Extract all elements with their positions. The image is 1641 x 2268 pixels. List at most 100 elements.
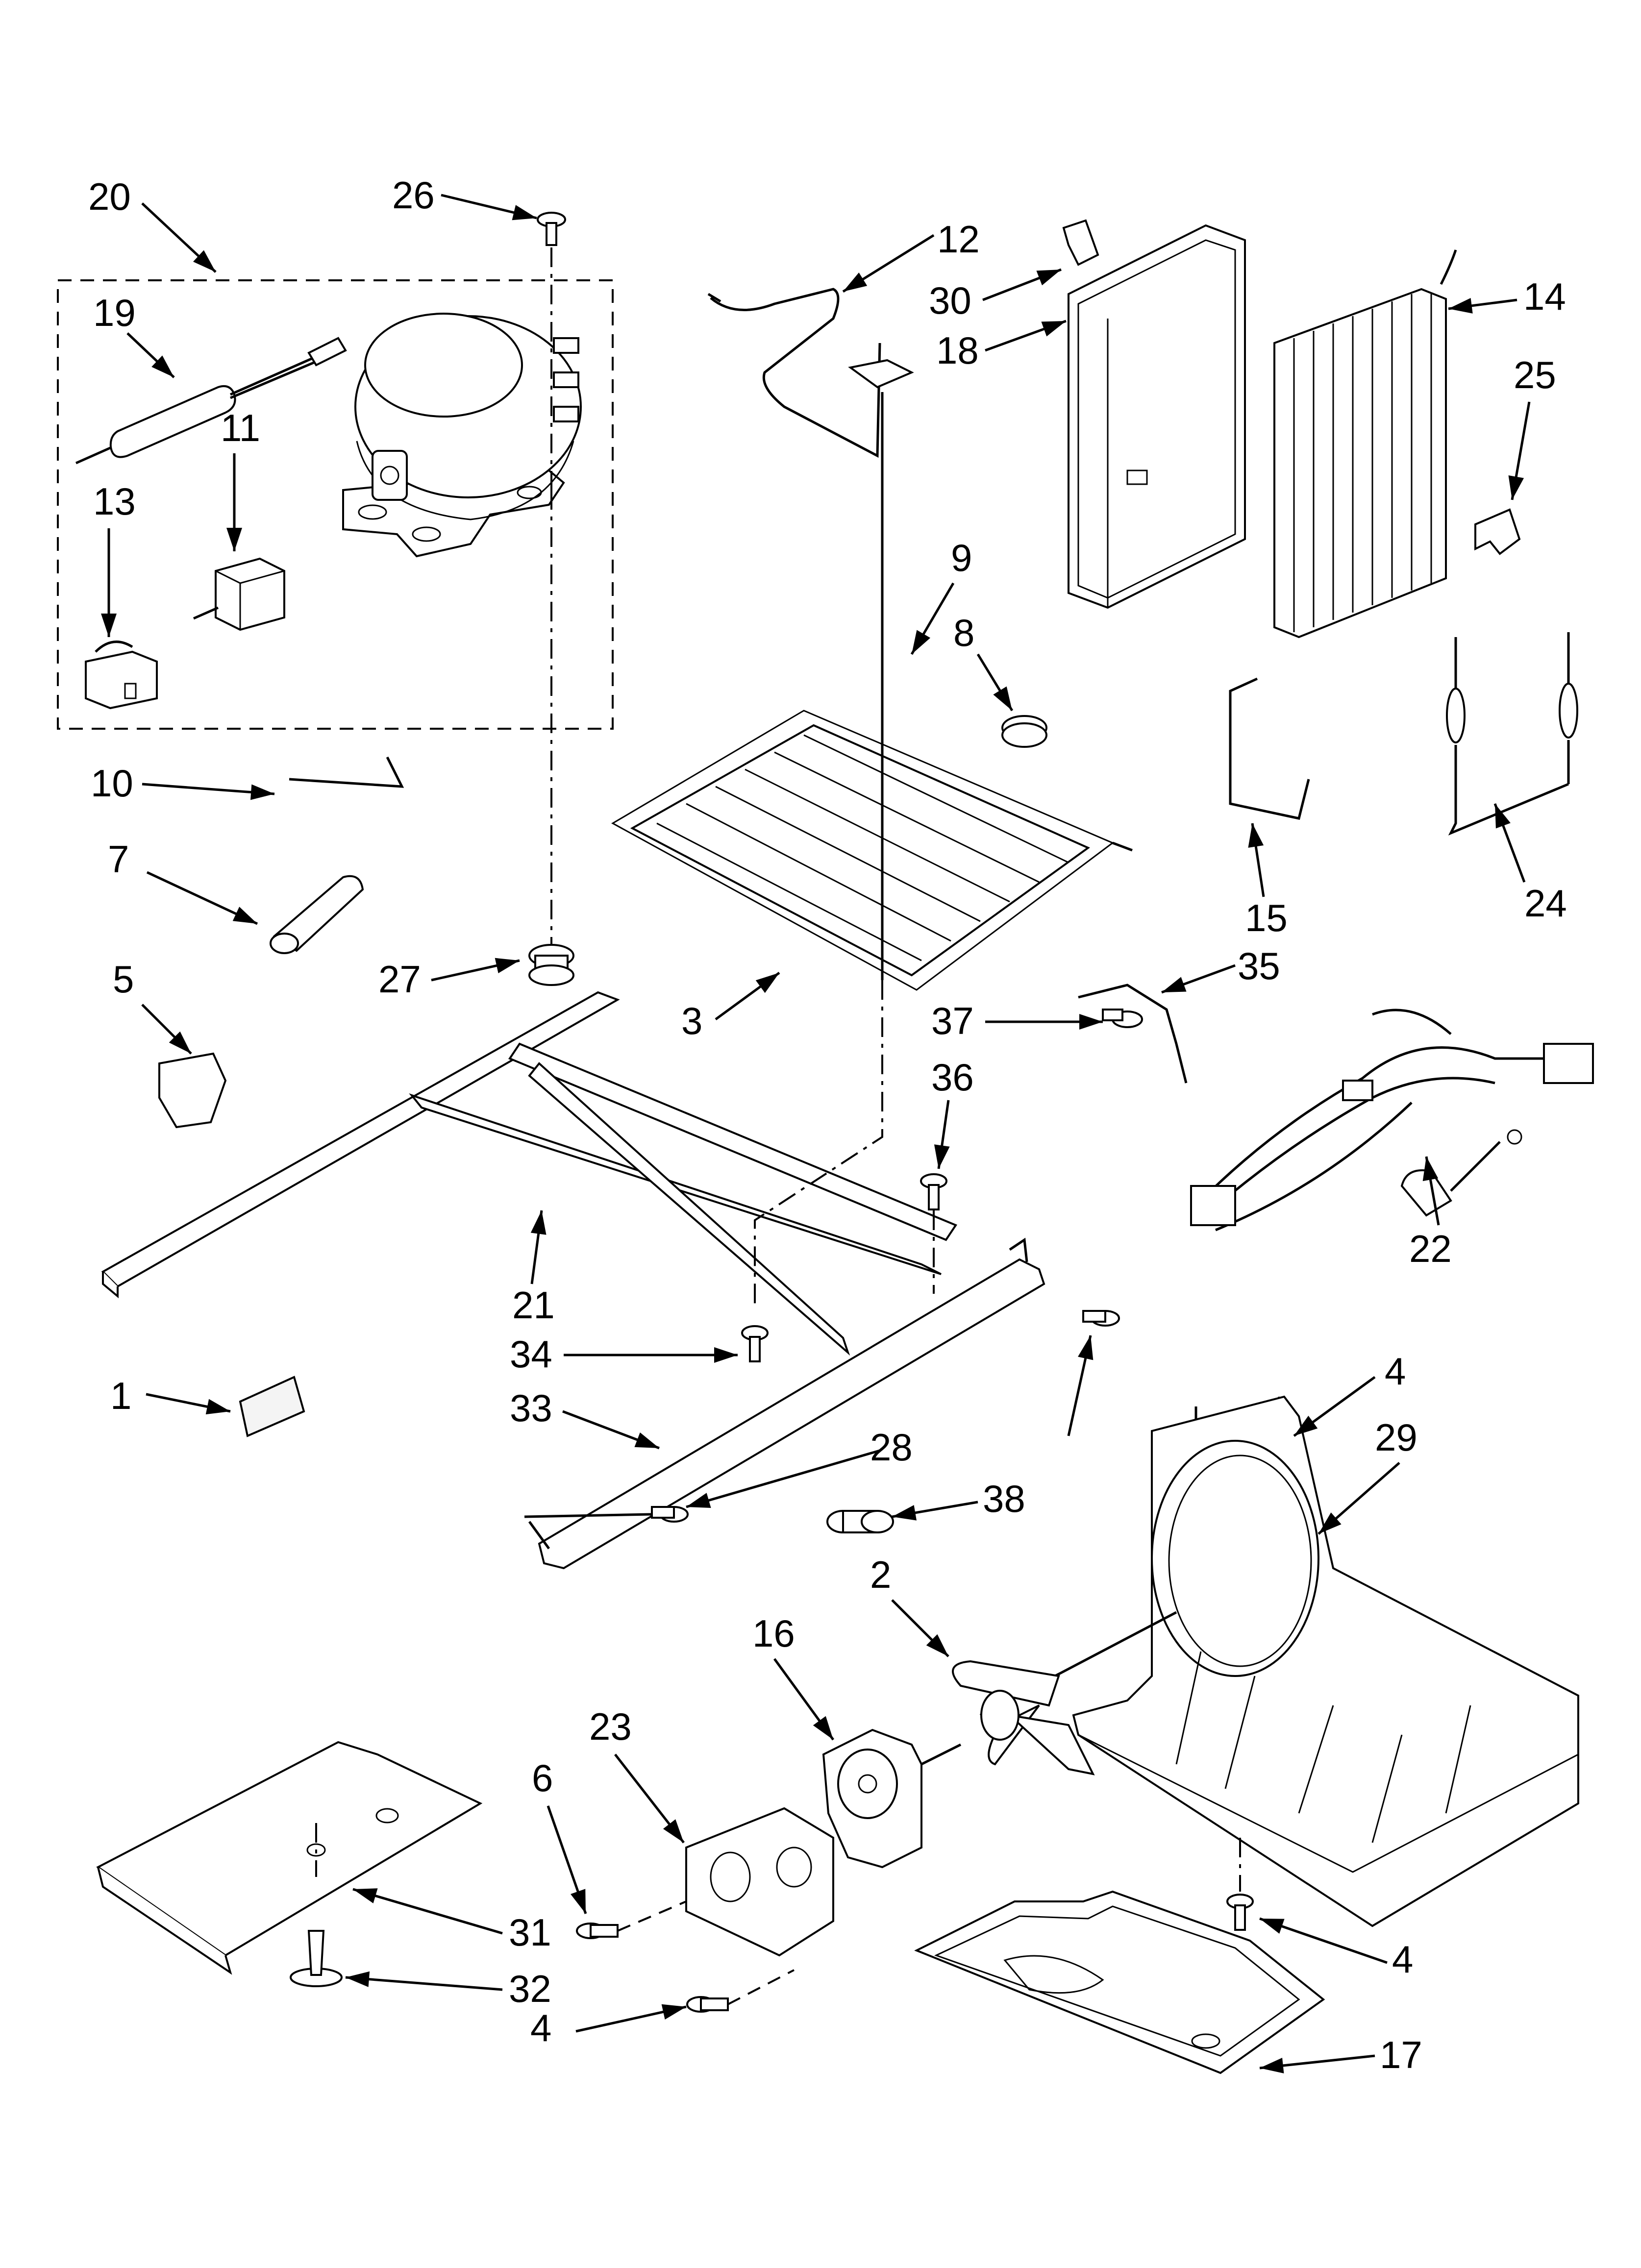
callout-22: 22 <box>1409 1227 1452 1270</box>
leader-arrowhead-12 <box>843 272 868 292</box>
condenser-shroud-drawing <box>1068 224 1246 609</box>
callout-4-top: 4 <box>1385 1350 1406 1393</box>
callout-5: 5 <box>113 958 134 1001</box>
drain-pan-drawing <box>914 1890 1325 2074</box>
callout-23: 23 <box>589 1705 632 1748</box>
callout-13: 13 <box>93 480 136 523</box>
compressor-drawing <box>342 313 582 558</box>
leader-arrowhead-26 <box>512 205 537 221</box>
callout-4-base: 4 <box>1392 1938 1413 1981</box>
leader-arrowhead-33 <box>634 1432 659 1448</box>
rail-bottom-screw-drawing <box>741 1325 769 1362</box>
leader-arrowhead-23 <box>663 1819 684 1843</box>
bracket-screw-left-drawing <box>576 1923 619 1939</box>
bracket-screw-drawing <box>1102 1009 1143 1028</box>
leader-arrowhead-10 <box>250 784 274 800</box>
callout-leader-lines <box>101 194 1531 2073</box>
insulation-tube-drawing <box>270 875 364 954</box>
callout-21: 21 <box>512 1283 555 1327</box>
grommet-ring-drawing <box>1001 715 1047 748</box>
tube-wire-drawing <box>289 756 404 788</box>
support-bar-drawing <box>528 1237 1045 1570</box>
callout-18: 18 <box>936 329 979 372</box>
bar-screw-drawing <box>651 1310 1120 1523</box>
callout-24: 24 <box>1524 882 1567 925</box>
fan-motor-drawing <box>822 1728 962 1869</box>
callout-38: 38 <box>983 1477 1025 1520</box>
leader-arrowhead-11 <box>226 528 242 551</box>
compressor-assembly-boundary <box>57 279 614 730</box>
base-screw-drawing <box>1226 1838 1254 1931</box>
leader-arrowhead-29 <box>1318 1512 1342 1534</box>
callout-33: 33 <box>510 1386 552 1430</box>
compressor-mounting-rails-drawing <box>101 991 958 1356</box>
condenser-coil-drawing <box>1273 249 1457 639</box>
leader-arrowhead-6 <box>571 1889 586 1914</box>
callout-2: 2 <box>870 1553 891 1596</box>
insulation-pad-drawing <box>239 1376 305 1437</box>
leader-arrowhead-4a <box>1294 1415 1318 1436</box>
bracket-screw-bottom-drawing <box>686 1996 729 2013</box>
leader-arrowhead-3 <box>755 973 779 993</box>
leader-arrowhead-25 <box>1508 475 1524 500</box>
evaporator-drop-line <box>754 980 883 1304</box>
callout-4-bottom: 4 <box>530 2006 551 2049</box>
leader-arrowhead-28b <box>686 1493 711 1508</box>
callout-25: 25 <box>1514 353 1556 396</box>
leader-arrowhead-31 <box>353 1888 378 1903</box>
leader-arrowhead-17 <box>1260 2058 1284 2073</box>
callout-8: 8 <box>953 611 974 654</box>
callout-12: 12 <box>937 218 980 261</box>
callout-32: 32 <box>509 1967 551 2010</box>
fan-blade-drawing <box>952 1660 1095 1775</box>
compressor-screw-drawing <box>537 212 566 246</box>
callout-29: 29 <box>1375 1416 1417 1459</box>
leader-arrowhead-34 <box>714 1347 738 1363</box>
callout-11: 11 <box>221 406 260 449</box>
leader-arrowhead-36 <box>934 1144 950 1169</box>
access-cover-drawing <box>96 1741 483 1975</box>
leader-arrowhead-27 <box>495 958 520 974</box>
callout-labels: 20 26 12 30 18 14 25 19 11 13 9 8 10 7 1… <box>88 173 1567 2076</box>
harness-bracket-drawing <box>1078 984 1188 1084</box>
leader-arrowhead-21 <box>530 1210 547 1235</box>
cord-clip-drawing <box>158 1052 227 1129</box>
bushing-drawing <box>826 1510 894 1533</box>
push-pin-drawing <box>290 1823 343 1987</box>
callout-35: 35 <box>1238 944 1280 987</box>
callout-17: 17 <box>1380 2033 1422 2076</box>
leader-arrowhead-19 <box>151 355 174 377</box>
leader-arrowhead-15 <box>1248 823 1264 848</box>
leader-arrowhead-7 <box>232 907 257 924</box>
callout-6: 6 <box>532 1756 553 1800</box>
motor-bracket-drawing <box>685 1807 834 1957</box>
tube-bracket-drawing <box>1474 508 1521 555</box>
leader-arrowhead-28 <box>1078 1335 1094 1360</box>
leader-arrowhead-38 <box>892 1505 917 1521</box>
callout-19: 19 <box>93 291 136 334</box>
leader-arrowhead-4c <box>661 2004 686 2020</box>
leader-arrowhead-32 <box>346 1971 370 1987</box>
wiring-harness-drawing <box>1190 1009 1594 1232</box>
callout-10: 10 <box>91 762 133 805</box>
callout-26: 26 <box>392 173 435 217</box>
evaporator-coil-drawing <box>611 392 1133 991</box>
callout-9: 9 <box>951 536 972 579</box>
callout-3: 3 <box>681 999 702 1042</box>
leader-arrowhead-24 <box>1495 804 1511 829</box>
callout-14: 14 <box>1523 275 1566 318</box>
leader-arrowhead-37 <box>1079 1014 1103 1030</box>
callout-28: 28 <box>870 1426 913 1469</box>
leader-arrowhead-30 <box>1036 270 1061 286</box>
overload-protector-drawing <box>85 641 158 710</box>
leader-line-32 <box>345 1976 503 1991</box>
callout-20: 20 <box>88 175 131 218</box>
start-relay-drawing <box>193 557 285 631</box>
fan-shroud-base-drawing <box>1072 1395 1579 1927</box>
compressor-grommet-drawing <box>528 944 574 986</box>
leader-arrowhead-22 <box>1422 1157 1439 1182</box>
leader-arrowhead-14 <box>1448 298 1473 314</box>
callout-31: 31 <box>509 1911 551 1954</box>
callout-7: 7 <box>108 838 129 881</box>
